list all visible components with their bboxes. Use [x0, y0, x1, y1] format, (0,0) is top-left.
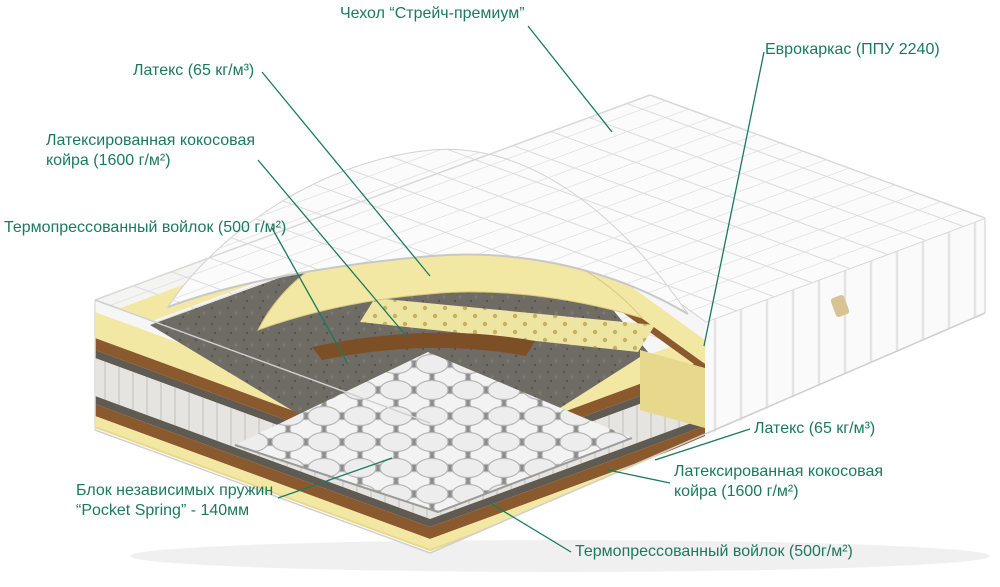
cover-flap [166, 148, 689, 315]
pointer-cover [527, 25, 613, 133]
label-coir-right: Латексированная кокосовая койра (1600 г/… [674, 463, 884, 500]
label-latex-left: Латекс (65 кг/м³) [133, 62, 255, 79]
pointer-lines [257, 25, 765, 553]
pointer-frame [703, 51, 765, 347]
label-latex-right: Латекс (65 кг/м³) [754, 420, 876, 437]
coir-flap [312, 332, 535, 360]
pointer-felt-bottom [489, 502, 572, 553]
pointer-coir-left [257, 159, 409, 339]
label-cover: Чехол “Стрейч-премиум” [340, 5, 525, 22]
frame-inner-wall [640, 350, 705, 428]
pointer-latex-left [261, 71, 431, 277]
label-coir-left: Латексированная кокосовая койра (1600 г/… [46, 132, 256, 169]
floor-shadow [130, 540, 990, 572]
pointer-latex-right [654, 428, 751, 461]
perforated-latex [360, 298, 655, 352]
pointer-springs [277, 457, 393, 499]
pointer-felt-left [271, 227, 349, 365]
pointer-coir-right [607, 469, 671, 484]
label-springs: Блок независимых пружин “Pocket Spring” … [76, 482, 274, 519]
brand-tag [830, 295, 850, 317]
mattress-outline [94, 94, 986, 554]
label-felt-bottom: Термопрессованный войлок (500г/м²) [575, 543, 853, 560]
label-frame: Еврокаркас (ППУ 2240) [765, 41, 940, 58]
label-felt-left: Термопрессованный войлок (500 г/м²) [4, 219, 287, 236]
spring-block [234, 352, 633, 514]
